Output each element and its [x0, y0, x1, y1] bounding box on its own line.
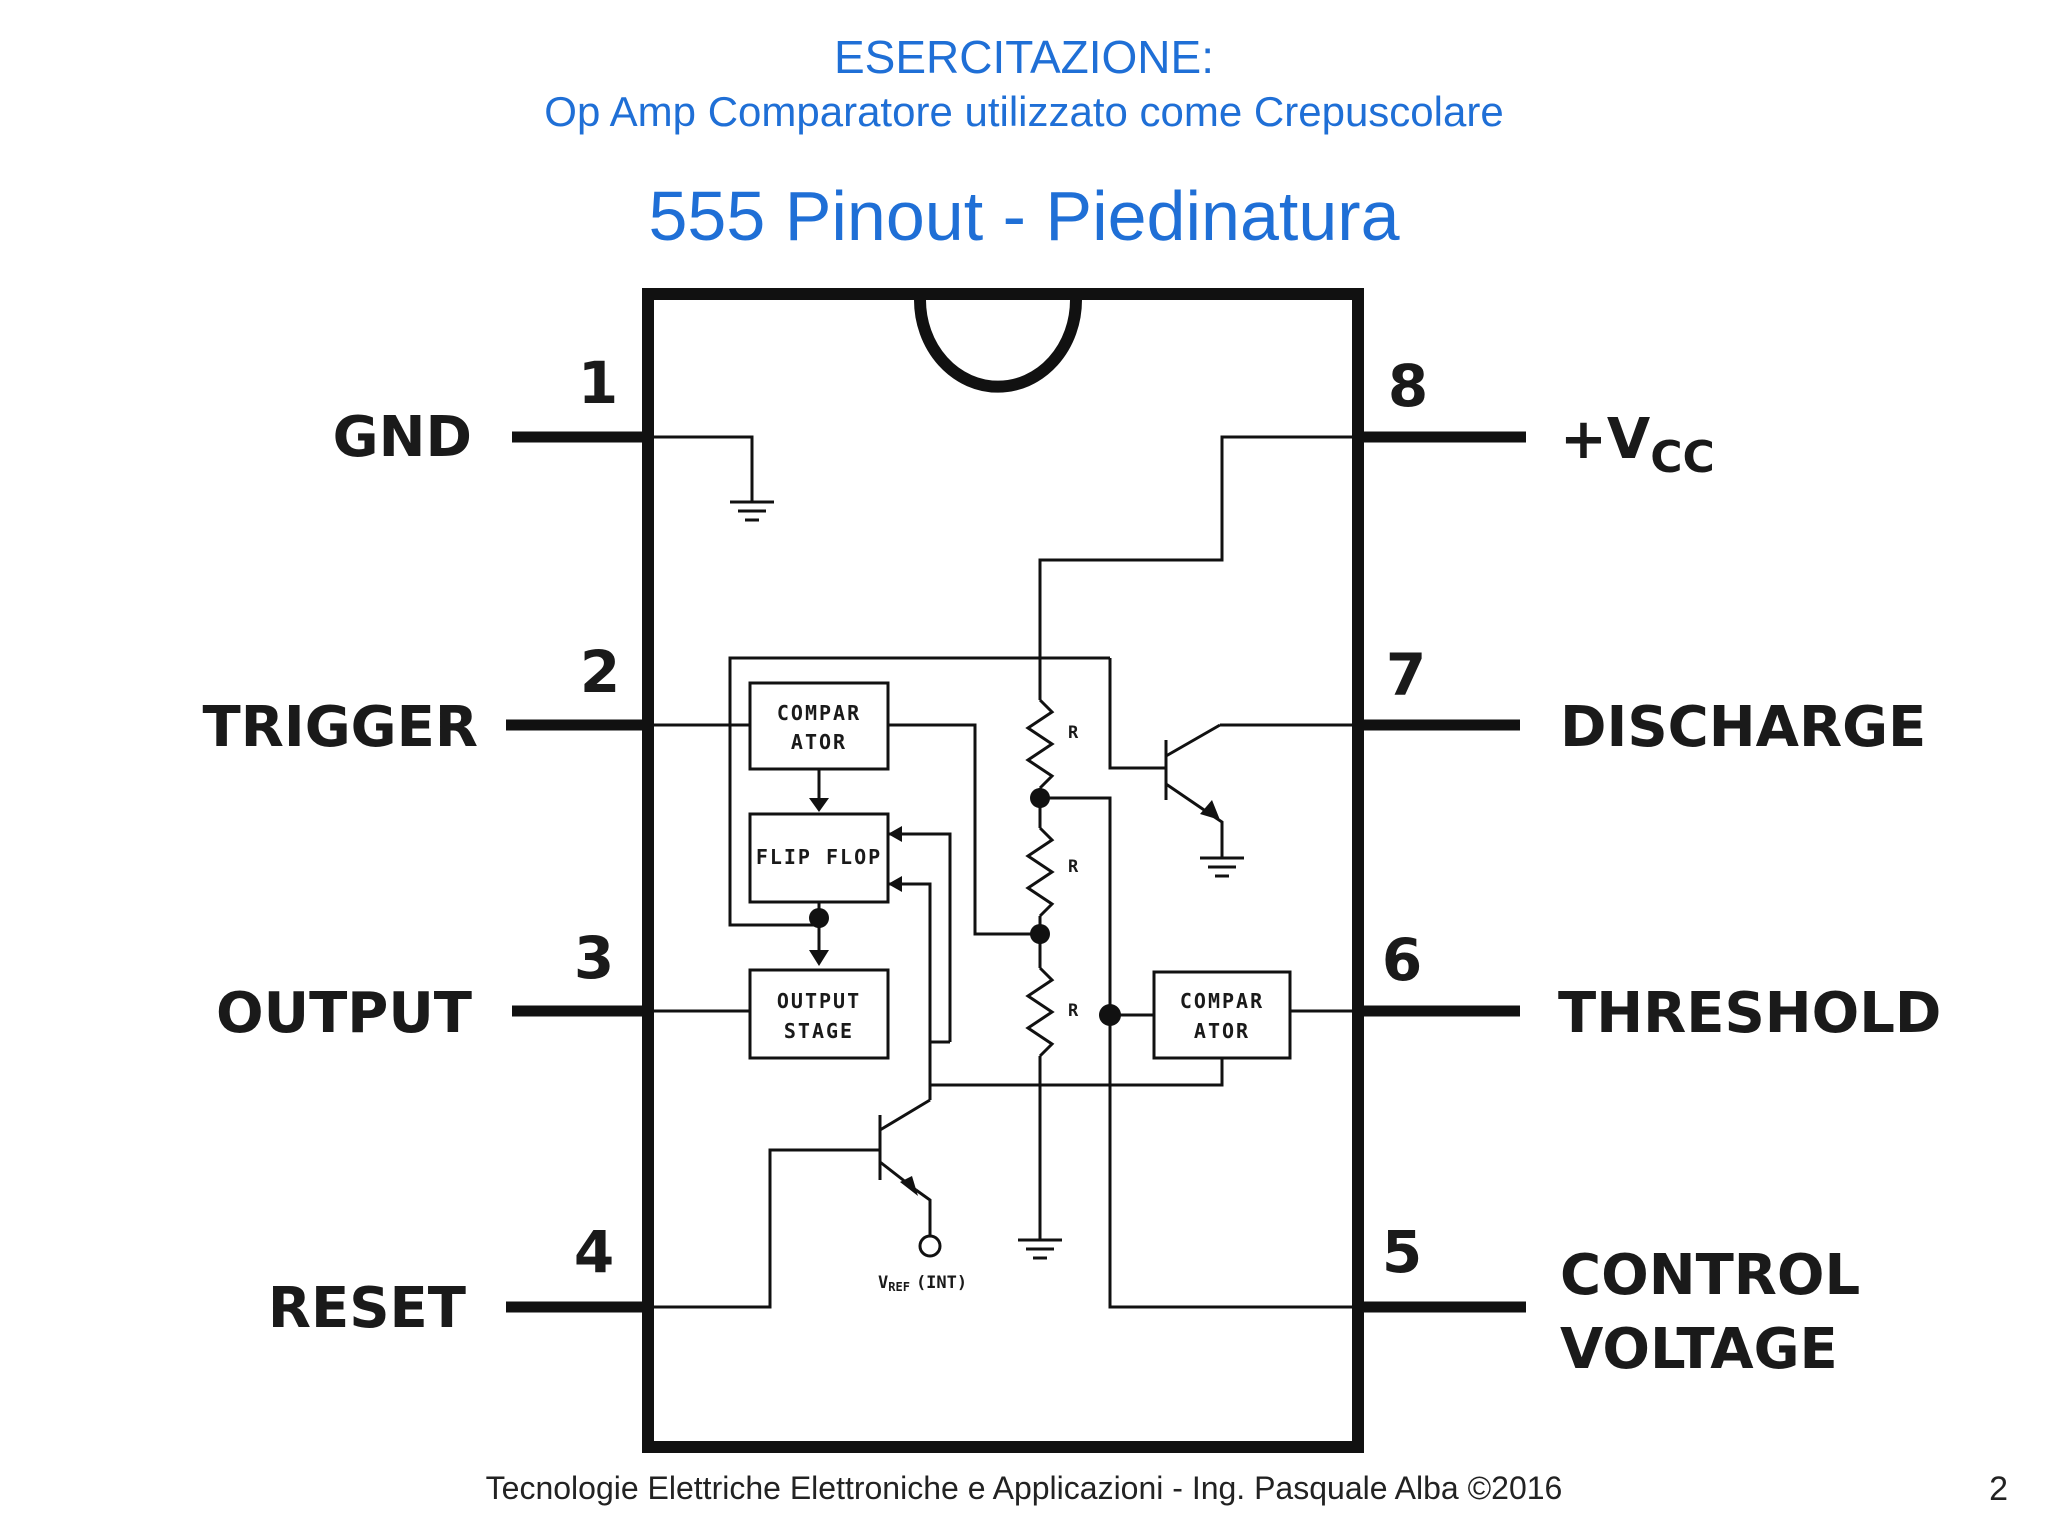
trigger-ref-wire [888, 723, 1040, 936]
pin3-name: OUTPUT [216, 981, 472, 1046]
pin1-name: GND [333, 405, 472, 470]
output-stage-line1: OUTPUT [777, 989, 861, 1013]
pin4-name: RESET [268, 1276, 466, 1341]
ic-notch [914, 299, 1082, 393]
comparator-top-line1: COMPAR [777, 701, 861, 725]
ff-reset-in-wire [888, 832, 952, 1042]
reset-transistor [648, 1040, 950, 1309]
comparator-top-block [748, 681, 890, 771]
upper-bus-wire [728, 656, 1040, 927]
pin5-name-line1: CONTROL [1560, 1243, 1860, 1308]
ff-reset-arrow [888, 826, 902, 842]
discharge-transistor [1164, 723, 1358, 878]
pin3-number: 3 [574, 924, 614, 992]
pin1-number: 1 [578, 349, 618, 417]
comparator-top-line2: ATOR [791, 730, 847, 754]
page-number: 2 [1989, 1470, 2008, 1508]
comparator-bottom-line2: ATOR [1194, 1019, 1250, 1043]
output-stage-block [748, 968, 890, 1060]
pin5-name-line2: VOLTAGE [1560, 1317, 1838, 1382]
pin4-number: 4 [574, 1218, 614, 1286]
ground-symbol-pin1 [648, 435, 774, 522]
ff-output-node [809, 908, 829, 928]
discharge-base-wire [1108, 658, 1166, 770]
vref-main: V [878, 1273, 888, 1293]
comparator-bottom-line1: COMPAR [1180, 989, 1264, 1013]
pin5-number: 5 [1382, 1218, 1422, 1286]
exercise-subtitle: Op Amp Comparatore utilizzato come Crepu… [544, 88, 1504, 135]
pin2-name: TRIGGER [203, 695, 478, 760]
resistor-divider [1018, 658, 1062, 1260]
vcc-wire [1038, 435, 1358, 658]
pin8-name: +VCC [1560, 407, 1715, 483]
comparator-bottom-block [1152, 970, 1292, 1060]
pin8-name-sub: CC [1650, 432, 1715, 483]
resistor-r1-label: R [1068, 723, 1079, 743]
vref-sub: REF [888, 1280, 910, 1294]
footer-text: Tecnologie Elettriche Elettroniche e App… [485, 1470, 1563, 1506]
exercise-heading: ESERCITAZIONE: [834, 31, 1214, 83]
vref-label: VREF (INT) [878, 1273, 967, 1294]
ff-to-output-arrow [809, 950, 829, 966]
pin8-name-main: +V [1560, 407, 1651, 472]
comp-to-ff-arrow [809, 798, 829, 812]
pin6-number: 6 [1382, 926, 1422, 994]
pin2-number: 2 [580, 638, 620, 706]
resistor-r2-label: R [1068, 857, 1079, 877]
ff-threshold-arrow [888, 876, 902, 892]
pin7-number: 7 [1386, 641, 1426, 709]
slide-title: 555 Pinout - Piedinatura [648, 177, 1400, 255]
vref-suffix: (INT) [916, 1273, 967, 1293]
resistor-r3-label: R [1068, 1001, 1079, 1021]
ic-body [642, 288, 1364, 1453]
pin8-number: 8 [1388, 352, 1428, 420]
pin7-name: DISCHARGE [1560, 695, 1926, 760]
flipflop-label: FLIP FLOP [756, 845, 882, 869]
output-stage-line2: STAGE [784, 1019, 854, 1043]
control-voltage-wire [1040, 796, 1358, 1309]
pin6-name: THRESHOLD [1558, 981, 1941, 1046]
